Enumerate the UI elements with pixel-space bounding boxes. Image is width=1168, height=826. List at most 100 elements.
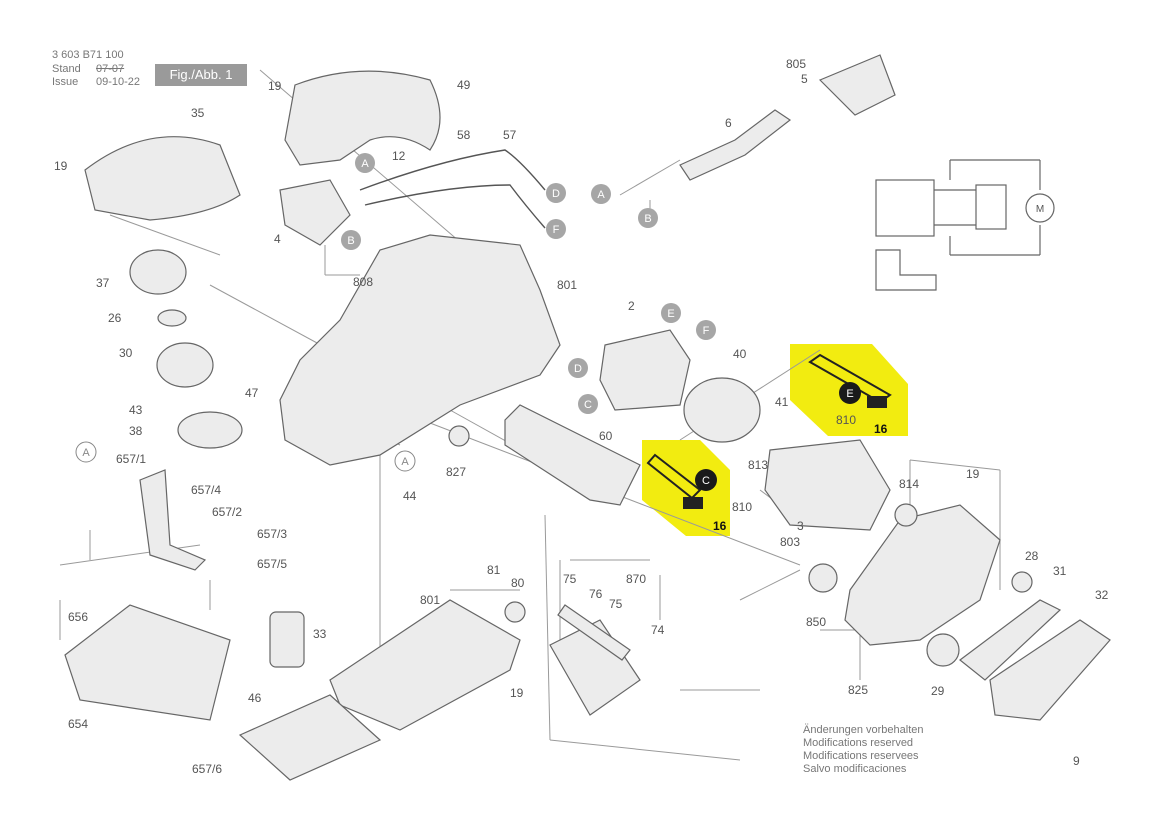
svg-text:D: D (552, 188, 560, 200)
label-2: 2 (628, 299, 635, 313)
bearing-827 (448, 425, 470, 447)
chip-deflector (84, 136, 241, 221)
label-808: 808 (353, 275, 373, 289)
adjust-ring (156, 342, 214, 388)
modifications-note: Änderungen vorbehalten Modifications res… (803, 724, 923, 776)
callout-f-top: F (546, 219, 566, 239)
part-number: 3 603 B71 100 (52, 49, 124, 61)
label-40: 40 (733, 347, 747, 361)
callout-a-housing: A (394, 450, 416, 472)
label-44: 44 (403, 489, 417, 503)
callout-f-field: F (696, 320, 716, 340)
spring (269, 611, 305, 668)
label-38: 38 (129, 424, 143, 438)
label-58: 58 (457, 128, 471, 142)
label-47: 47 (245, 386, 259, 400)
svg-text:A: A (82, 447, 90, 459)
gear-housing (844, 504, 1001, 646)
label-814: 814 (899, 477, 919, 491)
drive-belt (959, 599, 1062, 681)
wiring-schematic (875, 159, 1055, 291)
label-75: 75 (563, 572, 577, 586)
schematic-housing (875, 249, 937, 291)
label-80: 80 (511, 576, 525, 590)
part-labels: 19 49 35 19 12 58 57 4 805 5 6 808 801 3… (54, 57, 1109, 776)
label-60: 60 (599, 429, 613, 443)
motor-tube (504, 404, 641, 506)
highlight-brush-c (642, 440, 730, 536)
label-9: 9 (1073, 754, 1080, 768)
svg-text:C: C (584, 399, 592, 411)
label-26: 26 (108, 311, 122, 325)
handle-cover (284, 70, 441, 166)
motor-symbol-circle (1025, 193, 1055, 223)
label-35: 35 (191, 106, 205, 120)
callout-c-field: C (578, 394, 598, 414)
plug (818, 54, 896, 116)
parallel-guide (64, 604, 231, 721)
label-825: 825 (848, 683, 868, 697)
svg-text:D: D (574, 363, 582, 375)
label-657-2: 657/2 (212, 505, 242, 519)
label-850: 850 (806, 615, 826, 629)
svg-text:E: E (667, 308, 674, 320)
callout-e-brush: E (839, 382, 861, 404)
motor-symbol: M (1036, 204, 1044, 215)
label-81: 81 (487, 563, 501, 577)
label-57: 57 (503, 128, 517, 142)
label-19: 19 (54, 159, 68, 173)
label-3: 3 (797, 519, 804, 533)
washer (157, 309, 187, 327)
label-76: 76 (589, 587, 603, 601)
label-657-1: 657/1 (116, 452, 146, 466)
armature (764, 439, 891, 531)
label-30: 30 (119, 346, 133, 360)
svg-text:F: F (553, 224, 560, 236)
label-810: 810 (836, 413, 856, 427)
label-801: 801 (420, 593, 440, 607)
pulley-29 (926, 633, 960, 667)
callout-a-top: A (355, 153, 375, 173)
issue-date: 09-10-22 (96, 76, 141, 88)
label-4: 4 (274, 232, 281, 246)
label-657-3: 657/3 (257, 527, 287, 541)
callouts: A B D F A B E (75, 153, 861, 491)
note-line-en: Modifications reserved (803, 737, 914, 749)
label-28: 28 (1025, 549, 1039, 563)
component-shapes (64, 54, 1111, 781)
label-29: 29 (931, 684, 945, 698)
svg-text:F: F (703, 325, 710, 337)
svg-text:C: C (702, 475, 710, 487)
carbon-brushes (646, 353, 892, 509)
label-656: 656 (68, 610, 88, 624)
label-801: 801 (557, 278, 577, 292)
label-805: 805 (786, 57, 806, 71)
bearing-814 (894, 503, 918, 527)
callout-b-top: B (341, 230, 361, 250)
label-49: 49 (457, 78, 471, 92)
front-shoe (238, 694, 382, 781)
label-19: 19 (966, 467, 980, 481)
label-657-6: 657/6 (192, 762, 222, 776)
svg-text:B: B (347, 235, 354, 247)
callout-b-cord: B (638, 208, 658, 228)
callout-d-top: D (546, 183, 566, 203)
label-33: 33 (313, 627, 327, 641)
label-75: 75 (609, 597, 623, 611)
label-43: 43 (129, 403, 143, 417)
callout-d-field: D (568, 358, 588, 378)
cord-protector (679, 109, 792, 181)
brush-block-e (867, 396, 887, 408)
label-657-5: 657/5 (257, 557, 287, 571)
figure-label: Fig./Abb. 1 (155, 64, 247, 86)
depth-knob (129, 249, 187, 295)
label-19: 19 (268, 79, 282, 93)
svg-text:A: A (597, 189, 605, 201)
label-827: 827 (446, 465, 466, 479)
label-32: 32 (1095, 588, 1109, 602)
brush-holder-ring (683, 377, 761, 443)
label-46: 46 (248, 691, 262, 705)
callout-e-field: E (661, 303, 681, 323)
svg-text:B: B (644, 213, 651, 225)
